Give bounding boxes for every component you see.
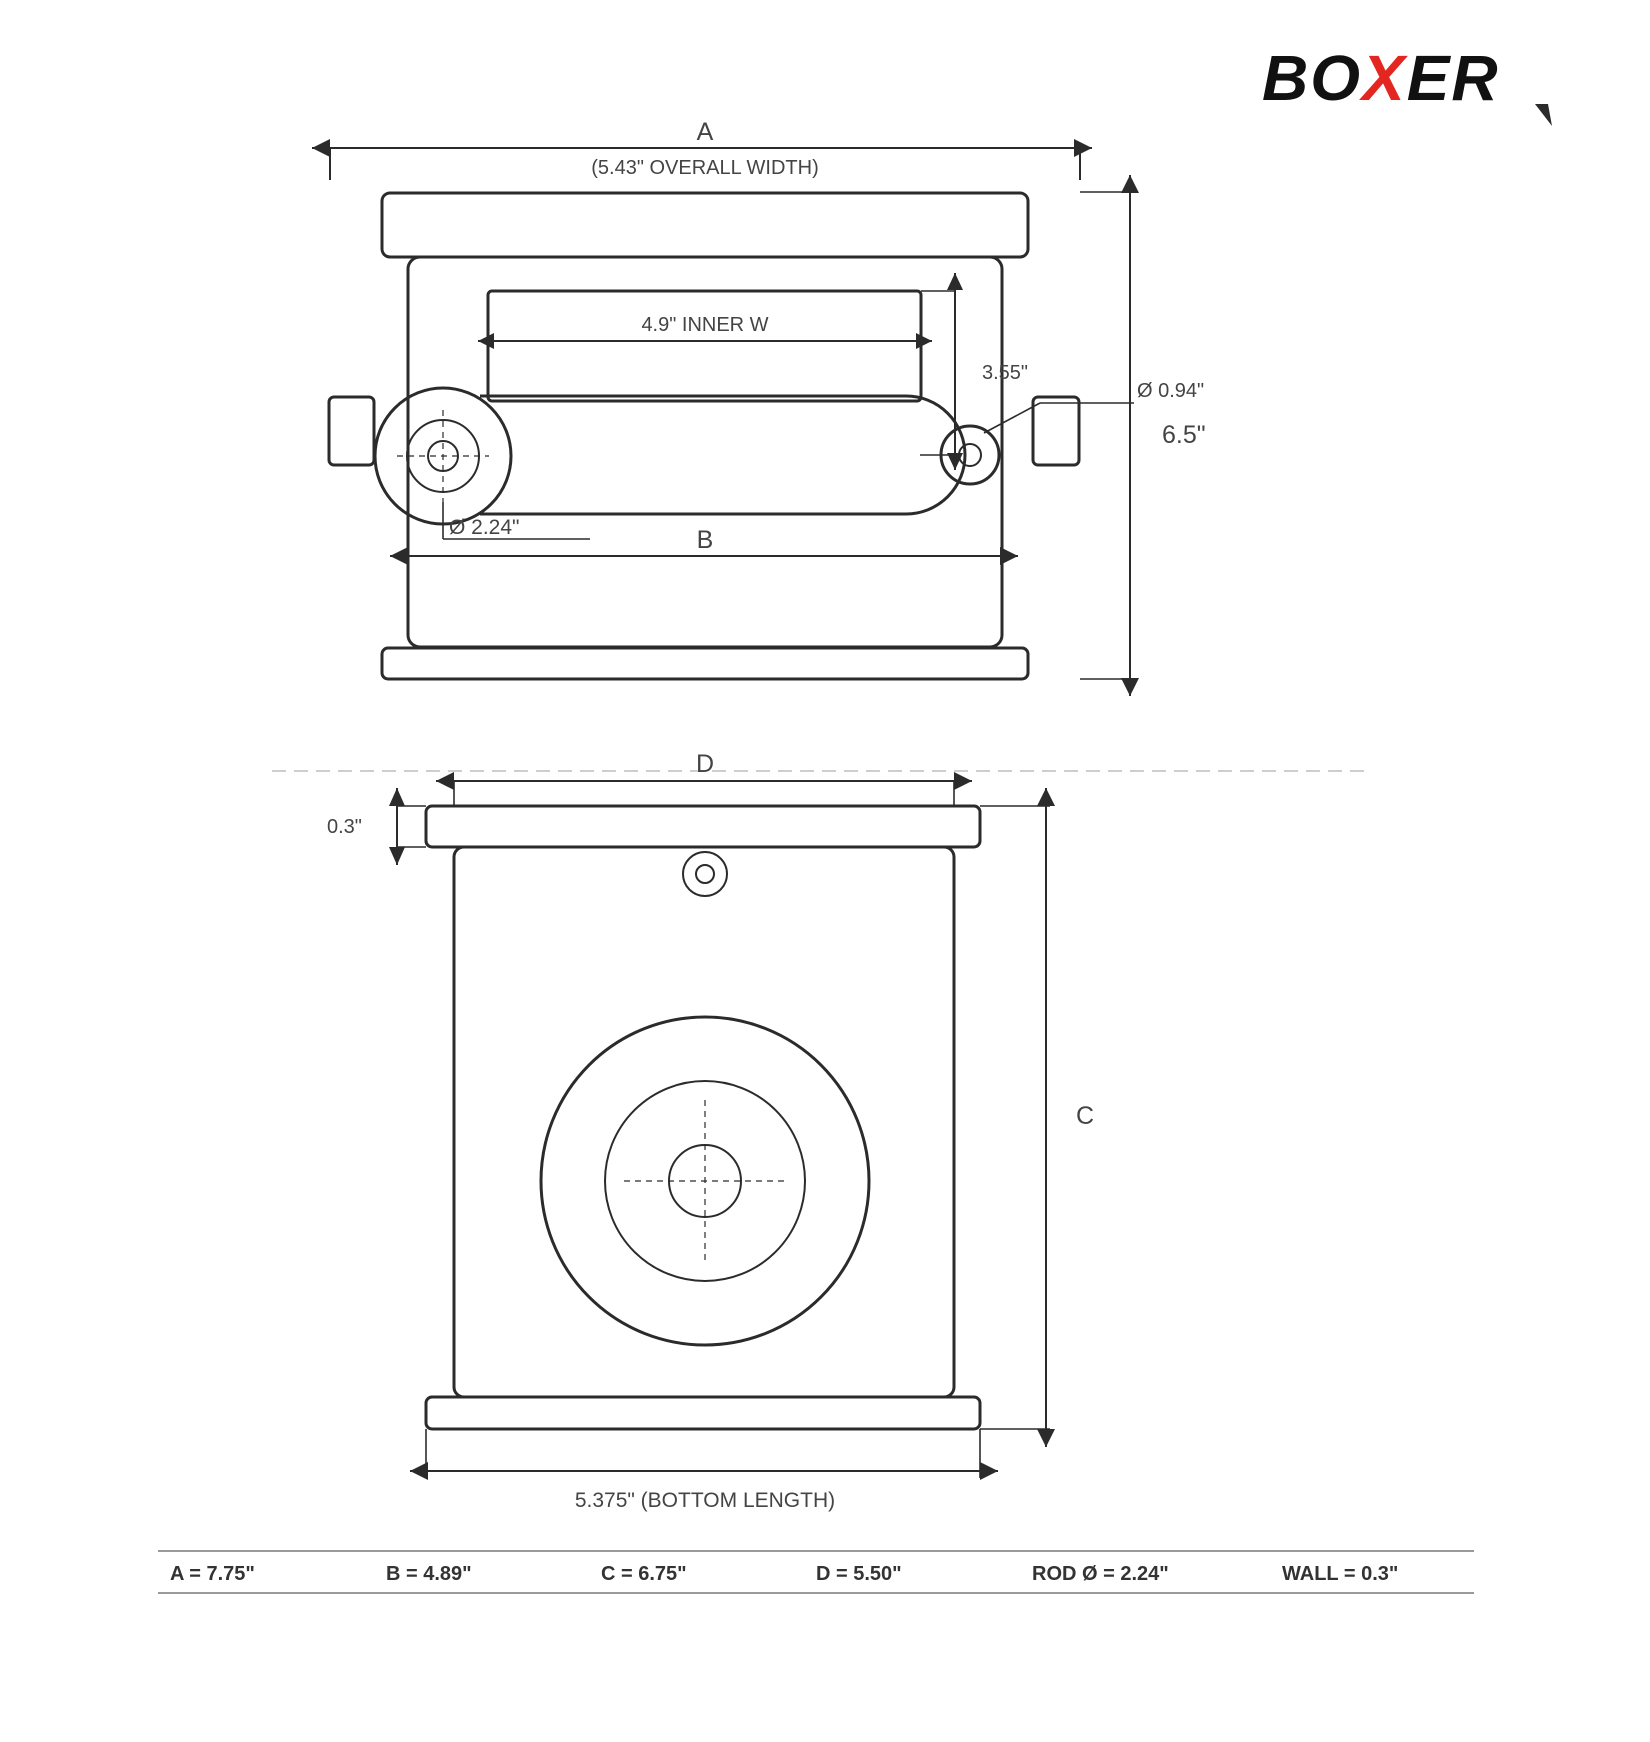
label-d: D <box>696 750 714 778</box>
pin <box>939 424 1001 486</box>
left-tab <box>327 395 376 467</box>
end-plate-rings <box>539 1015 871 1347</box>
spec-summary-bar: A = 7.75" B = 4.89" C = 6.75" D = 5.50" … <box>158 1550 1474 1594</box>
dimension-wall: 0.3" <box>327 788 426 865</box>
dimension-rod-diameter: Ø 2.24" <box>442 502 590 540</box>
spec-wall: WALL = 0.3" <box>1282 1563 1399 1585</box>
spec-rod-diameter: ROD Ø = 2.24" <box>1032 1563 1169 1585</box>
inner-window <box>486 289 923 403</box>
side-view: D 0.3" <box>327 750 1094 1512</box>
label-wall: 0.3" <box>327 816 362 838</box>
bottom-flange <box>380 646 1030 681</box>
label-overall-width: (5.43" OVERALL WIDTH) <box>591 157 819 179</box>
top-flange <box>380 191 1030 259</box>
label-a: A <box>697 118 714 146</box>
side-top-flange <box>424 804 982 849</box>
dimension-slot-height: 3.55" <box>921 273 1028 470</box>
logo-tail-mark <box>1535 104 1552 126</box>
dimension-a: A (5.43" OVERALL WIDTH) <box>312 118 1092 180</box>
rod-end <box>373 386 513 526</box>
dimension-bottom-length: 5.375" (BOTTOM LENGTH) <box>410 1429 998 1512</box>
label-c: C <box>1076 1102 1094 1130</box>
label-slot-height: 3.55" <box>982 362 1028 384</box>
top-view: A (5.43" OVERALL WIDTH) 4.9" INNER W 3.5… <box>312 118 1206 696</box>
boxer-logo: BOXER <box>1262 42 1552 126</box>
dimension-pin-diameter: Ø 0.94" <box>983 380 1204 434</box>
side-body <box>452 845 956 1399</box>
spec-d: D = 5.50" <box>816 1563 902 1585</box>
logo-text-pre: BO <box>1262 42 1362 114</box>
right-tab <box>1031 395 1081 467</box>
label-bottom-length: 5.375" (BOTTOM LENGTH) <box>575 1489 835 1512</box>
dimension-inner-width: 4.9" INNER W <box>478 314 932 349</box>
dimension-d: D <box>436 750 972 805</box>
label-pin-diameter: Ø 0.94" <box>1137 380 1204 402</box>
logo-text-x: X <box>1359 42 1408 114</box>
label-height: 6.5" <box>1162 421 1206 449</box>
label-rod-diameter: Ø 2.24" <box>449 516 520 539</box>
side-bottom-flange <box>424 1395 982 1431</box>
spec-b: B = 4.89" <box>386 1563 472 1585</box>
top-hole <box>682 851 728 897</box>
spec-c: C = 6.75" <box>601 1563 687 1585</box>
label-inner-width: 4.9" INNER W <box>641 314 768 336</box>
dimension-c: C <box>980 788 1094 1447</box>
dimension-height: 6.5" <box>1080 175 1206 696</box>
spec-a: A = 7.75" <box>170 1563 255 1585</box>
cylinder-slot <box>480 394 967 516</box>
label-b: B <box>697 526 714 554</box>
logo-text-post: ER <box>1407 42 1500 114</box>
dimension-b: B <box>390 526 1018 565</box>
svg-text:BOXER: BOXER <box>1262 42 1500 114</box>
